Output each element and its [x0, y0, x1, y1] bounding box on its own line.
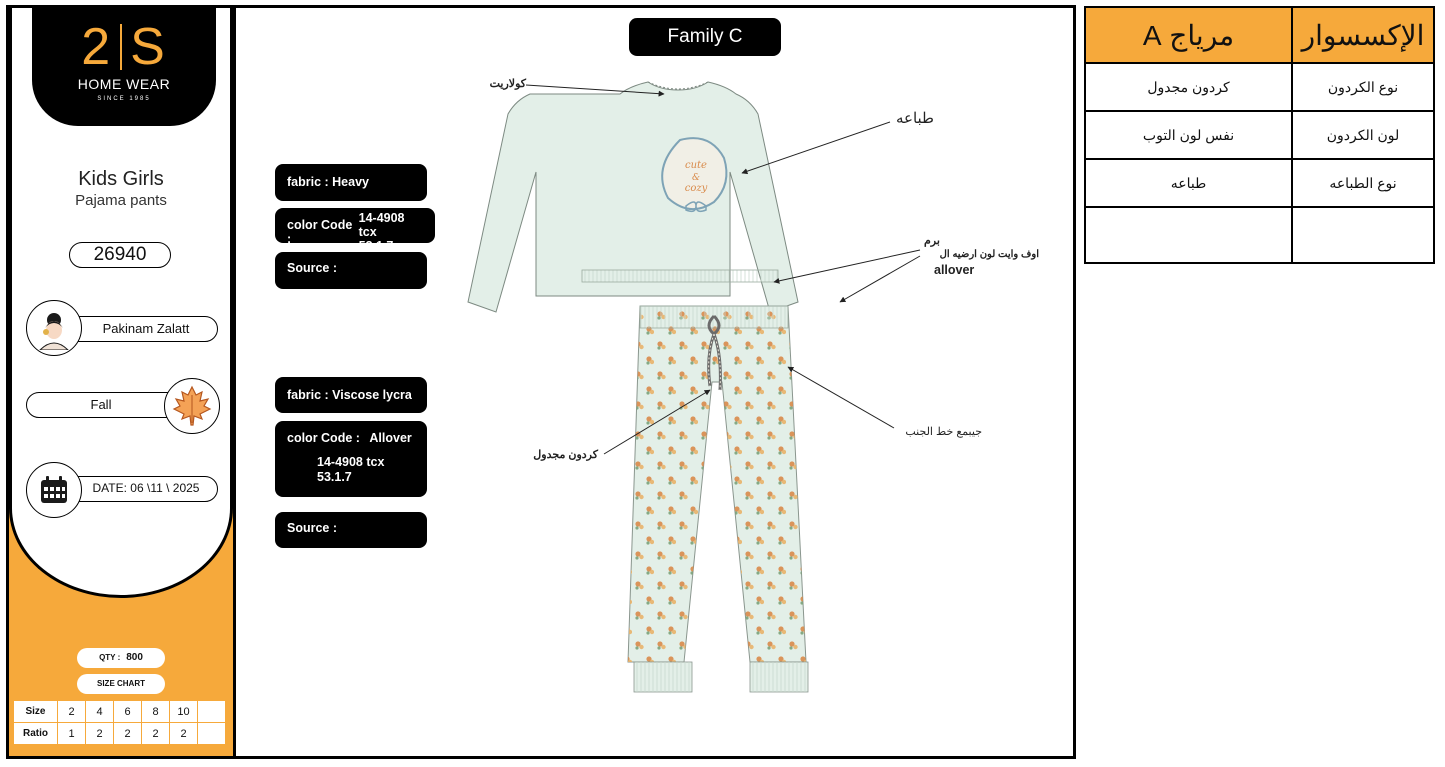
quantity: QTY : 800 [77, 648, 165, 668]
top-source-text: Source : [287, 261, 338, 275]
bottom-color-line2: 53.1.7 [317, 470, 352, 484]
bottom-color-label: color Code : [287, 431, 360, 445]
collar-annotation: كولاريت [489, 78, 526, 90]
size-cell: 2 [57, 700, 86, 723]
size-cell: 6 [113, 700, 142, 723]
ratio-cell: 2 [169, 722, 198, 745]
family-label: Family C [629, 18, 781, 56]
bottom-color-line1: 14-4908 tcx [317, 455, 385, 469]
garment-sketch: cute & cozy [467, 81, 921, 693]
accessories-row [1084, 206, 1435, 264]
size-ratio-table: Size 2 4 6 8 10 Ratio 1 2 2 2 2 [13, 700, 226, 745]
qty-label: QTY : [99, 653, 121, 662]
top-color-values: 14-4908 tcx 53.1.7 [357, 211, 423, 253]
size-cell: 4 [85, 700, 114, 723]
calendar-icon [41, 476, 67, 503]
accessories-row: نفس لون التوب لون الكردون [1084, 110, 1435, 160]
ratio-cell: 2 [85, 722, 114, 745]
top-source-box: Source : [275, 252, 427, 289]
style-code: 26940 [69, 242, 171, 268]
logo-letter-left: 2 [81, 18, 113, 76]
accessories-header-value: مرياج A [1084, 6, 1293, 64]
accessory-value: طباعه [1084, 158, 1293, 208]
top-garment: cute & cozy [467, 81, 799, 313]
print-annotation: طباعه [895, 110, 934, 127]
bottom-color-row: color Code : Allover [287, 431, 415, 446]
bottom-color-box: color Code : Allover 14-4908 tcx 53.1.7 [275, 421, 427, 497]
accessory-value: كردون مجدول [1084, 62, 1293, 112]
print-line1: cute [685, 160, 707, 171]
accessories-table: مرياج A الإكسسوار كردون مجدول نوع الكردو… [1084, 6, 1435, 264]
bottom-source-text: Source : [287, 521, 338, 535]
print-graphic: cute & cozy [661, 137, 728, 213]
bottom-fabric-text: fabric : Viscose lycra [287, 388, 412, 402]
accessory-key: لون الكردون [1291, 110, 1435, 160]
avatar-icon [39, 313, 69, 350]
size-row: Size 2 4 6 8 10 [13, 700, 226, 723]
size-header: Size [13, 700, 58, 723]
top-color-line1: 14-4908 tcx [358, 211, 405, 239]
top-color-row: color Code : 14-4908 tcx 53.1.7 [287, 211, 423, 253]
maple-leaf-icon [172, 385, 212, 426]
qty-value: 800 [126, 652, 143, 663]
accessories-header-key: الإكسسوار [1291, 6, 1435, 64]
product-title: Kids Girls [78, 168, 164, 190]
top-color-line2: 53.1.7 [358, 239, 394, 253]
size-cell: 8 [141, 700, 170, 723]
rib-annotation-3: allover [934, 263, 975, 277]
top-color-box: color Code : 14-4908 tcx 53.1.7 [275, 208, 435, 253]
ratio-cell: 1 [57, 722, 86, 745]
size-cell [197, 700, 226, 723]
brand-since: SINCE 1985 [97, 96, 151, 102]
brand-name: HOME WEAR [77, 76, 171, 92]
accessory-key: نوع الكردون [1291, 62, 1435, 112]
accessory-key [1291, 206, 1435, 264]
cord-annotation: كردون مجدول [533, 449, 598, 461]
size-cell: 10 [169, 700, 198, 723]
ratio-cell: 2 [113, 722, 142, 745]
accessories-header-row: مرياج A الإكسسوار [1084, 6, 1435, 64]
spec-date: DATE: 06 \11 \ 2025 [54, 476, 218, 502]
ratio-header: Ratio [13, 722, 58, 745]
top-color-label: color Code : [287, 218, 353, 246]
rib-annotation-2: اوف وايت لون ارضيه ال [939, 249, 1039, 260]
accessory-value: نفس لون التوب [1084, 110, 1293, 160]
accessory-value [1084, 206, 1293, 264]
designer-avatar [26, 300, 82, 356]
accessories-row: طباعه نوع الطباعه [1084, 158, 1435, 208]
logo-letter-right: S [130, 18, 167, 76]
rib-annotation-1: برم [924, 235, 940, 247]
side-annotation: جيبمع خط الجنب [905, 426, 982, 438]
annotation-arrows [525, 84, 921, 455]
ratio-row: Ratio 1 2 2 2 2 [13, 722, 226, 745]
bottom-fabric-box: fabric : Viscose lycra [275, 377, 427, 413]
print-line2: & [692, 173, 700, 183]
ratio-cell: 2 [141, 722, 170, 745]
date-badge [26, 462, 82, 518]
size-chart-label: SIZE CHART [77, 674, 165, 694]
season-badge [164, 378, 220, 434]
design-canvas: Family C fabric : Heavy Parasola color C… [236, 5, 1076, 759]
bottom-color-value: Allover [369, 431, 412, 445]
product-subtitle: Pajama pants [75, 192, 167, 209]
ratio-cell [197, 722, 226, 745]
accessories-row: كردون مجدول نوع الكردون [1084, 62, 1435, 112]
accessory-key: نوع الطباعه [1291, 158, 1435, 208]
print-line3: cozy [685, 183, 708, 194]
bottom-source-box: Source : [275, 512, 427, 548]
pants-garment [627, 305, 809, 693]
